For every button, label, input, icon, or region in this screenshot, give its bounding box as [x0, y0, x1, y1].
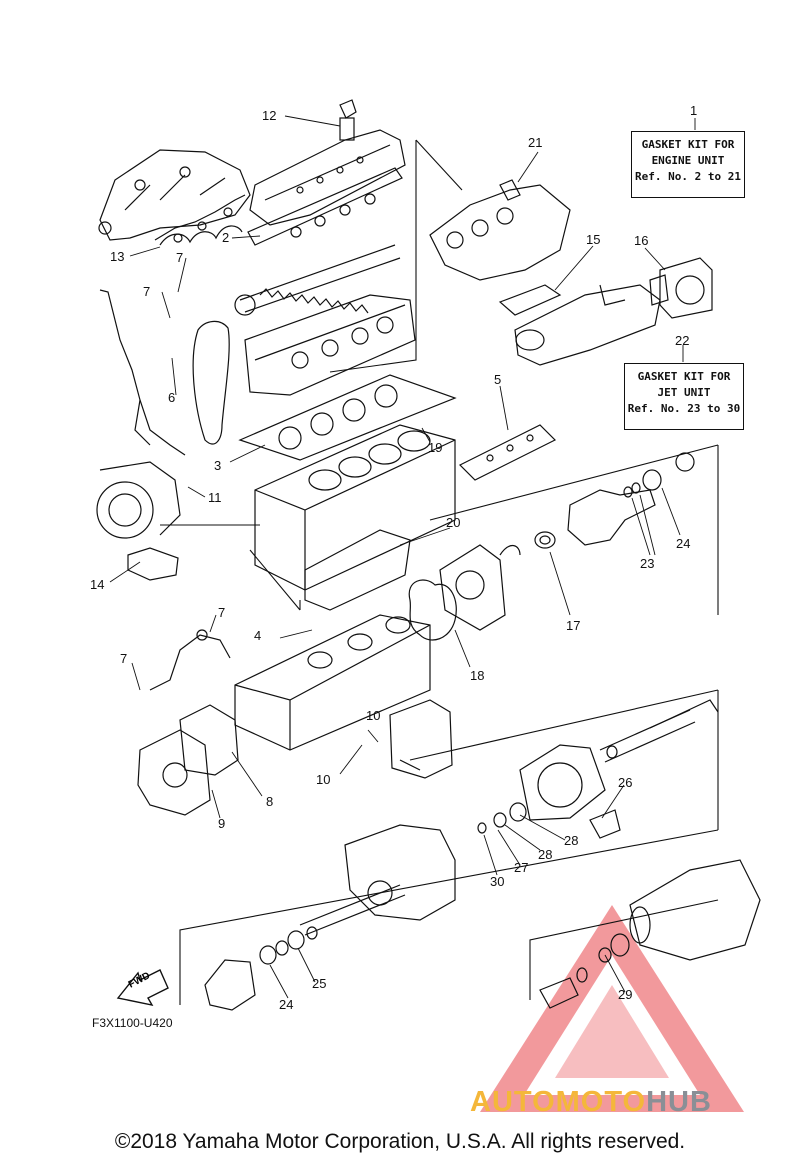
ref-number: 30	[490, 874, 505, 889]
timing-chain	[192, 320, 230, 445]
cylinder-head	[244, 294, 416, 396]
ref-number: 16	[634, 233, 649, 248]
ref-number: 8	[266, 794, 274, 809]
kit-line: GASKET KIT FOR	[637, 370, 731, 383]
crankcase	[234, 614, 431, 751]
kit-line: Ref. No. 2 to 21	[635, 170, 741, 183]
ref-number: 25	[312, 976, 327, 991]
ref-number: 27	[514, 860, 529, 875]
ref-number: 10	[366, 708, 381, 723]
ref-number: 5	[494, 372, 502, 387]
ref-number: 26	[618, 775, 633, 790]
jet-pump-unit	[299, 824, 456, 936]
exhaust-manifold	[429, 179, 571, 281]
ref-number: 29	[618, 987, 633, 1002]
ref-number: 4	[254, 628, 262, 643]
valve-cover-gasket	[247, 167, 403, 246]
kit-line: Ref. No. 23 to 30	[627, 402, 741, 415]
ref-number: 21	[528, 135, 543, 150]
turbocharger	[96, 461, 181, 539]
crankcase-gasket	[304, 529, 411, 611]
ref-number: 17	[566, 618, 581, 633]
pump-gasket	[179, 704, 239, 776]
exhaust-pipe	[498, 284, 661, 366]
jet-seals	[477, 745, 621, 839]
engine-gasket-kit-box: GASKET KIT FOR ENGINE UNIT Ref. No. 2 to…	[631, 131, 745, 198]
leader-lines	[109, 115, 696, 999]
ref-number: 28	[538, 847, 553, 862]
intake-gaskets	[154, 194, 246, 246]
ref-number: 19	[428, 440, 443, 455]
engine-end-cover	[389, 699, 453, 779]
ref-number: 28	[564, 833, 579, 848]
side-cover	[458, 424, 557, 481]
ref-number: 20	[446, 515, 461, 530]
oil-line	[149, 629, 231, 691]
housing-cover	[439, 544, 506, 631]
kit-line: GASKET KIT FOR	[641, 138, 735, 151]
ref-number: 24	[676, 536, 691, 551]
copyright-notice: ©2018 Yamaha Motor Corporation, U.S.A. A…	[114, 1130, 686, 1153]
intake-manifold	[98, 149, 251, 241]
fwd-arrow	[116, 969, 169, 1006]
section-lines	[160, 139, 719, 1005]
ref-number: 2	[222, 230, 230, 245]
watermark-triangle	[480, 905, 744, 1112]
dipstick	[99, 289, 186, 456]
ref-number: 1	[690, 103, 698, 118]
watermark-part2: HUB	[646, 1086, 712, 1118]
driveshaft-housing	[499, 452, 695, 556]
watermark-part1: AUTOMOTO	[470, 1086, 647, 1118]
water-pump-cover	[137, 729, 211, 816]
diagram-code: F3X1100-U420	[92, 1016, 173, 1030]
ref-number: 23	[640, 556, 655, 571]
camshafts	[234, 244, 401, 316]
shaft-bearings	[204, 926, 318, 1011]
ref-number: 13	[110, 249, 125, 264]
watermark-text: AUTOMOTOHUB	[470, 1086, 712, 1119]
ref-number: 9	[218, 816, 226, 831]
head-gasket	[238, 374, 457, 461]
ref-number: 15	[586, 232, 601, 247]
turbo-gasket	[127, 547, 179, 581]
ref-number: 14	[90, 577, 105, 592]
ref-number: 12	[262, 108, 277, 123]
valve-cover	[249, 99, 406, 226]
ref-number: 3	[214, 458, 222, 473]
ref-number: 22	[675, 333, 690, 348]
ref-number: 7	[176, 250, 184, 265]
ref-number: 10	[316, 772, 331, 787]
ref-number: 18	[470, 668, 485, 683]
kit-line: ENGINE UNIT	[651, 154, 725, 167]
ref-number: 7	[143, 284, 151, 299]
cover-gasket	[408, 579, 457, 641]
nozzle-assembly	[539, 859, 761, 1009]
ref-number: 11	[208, 490, 222, 505]
ref-number: 6	[168, 390, 176, 405]
ref-number: 24	[279, 997, 294, 1012]
cylinder-block	[254, 424, 456, 591]
ref-number: 7	[120, 651, 128, 666]
exhaust-connector	[649, 257, 713, 319]
impeller-duct	[519, 699, 719, 821]
jet-gasket-kit-box: GASKET KIT FOR JET UNIT Ref. No. 23 to 3…	[624, 363, 744, 430]
ref-number: 7	[218, 605, 226, 620]
kit-line: JET UNIT	[657, 386, 711, 399]
